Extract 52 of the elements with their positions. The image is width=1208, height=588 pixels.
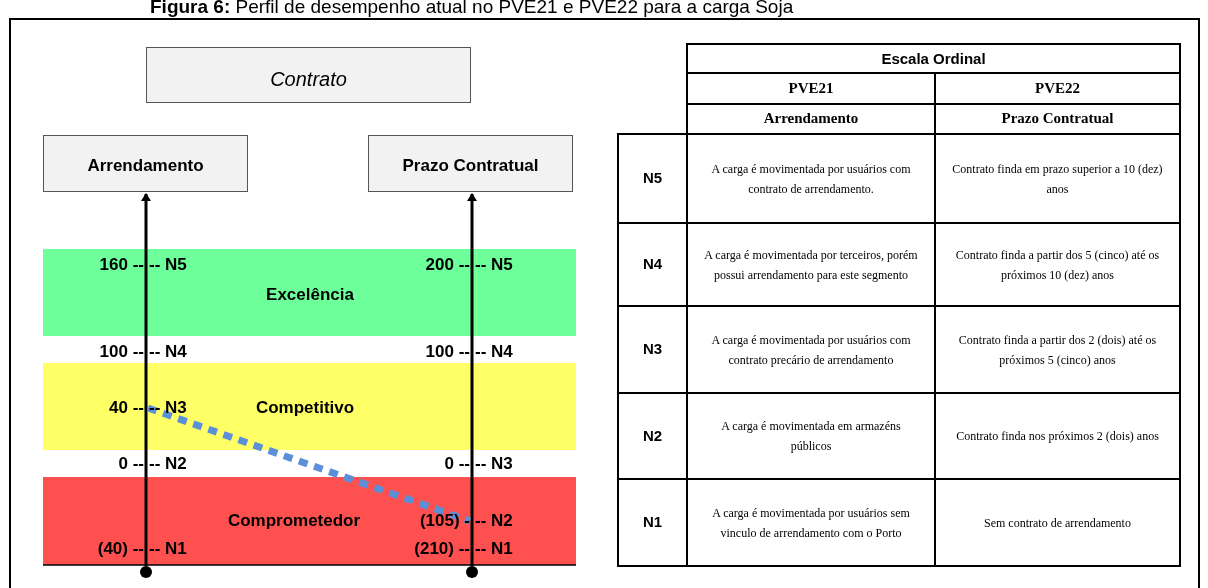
axis-arrow bbox=[467, 193, 477, 566]
scale-tick-label: -- N4 bbox=[475, 342, 513, 362]
scale-tick-label: -- N2 bbox=[475, 511, 513, 531]
criterion-box bbox=[368, 135, 573, 192]
table-cell: A carga é movimentada por usuários com contrato de arrendamento. bbox=[688, 135, 936, 222]
table-header: Escala Ordinal bbox=[688, 45, 1179, 74]
table-cell: A carga é movimentada em armazéns públicos bbox=[688, 394, 936, 478]
table-cell-text: Sem contrato de arrendamento bbox=[983, 514, 1132, 532]
scale-tick-label: 0 -- bbox=[118, 454, 144, 474]
box-label: Arrendamento bbox=[86, 154, 205, 177]
scale-tick-label: 200 -- bbox=[425, 255, 470, 275]
scale-tick-label: (210) -- bbox=[414, 539, 470, 559]
scale-tick-label: -- N1 bbox=[475, 539, 513, 559]
level-cell: N3 bbox=[619, 307, 688, 392]
table-header: Arrendamento bbox=[688, 105, 936, 133]
table-cell-text: Contrato finda a partir dos 2 (dois) até os próximos 5 (cinco) anos bbox=[957, 331, 1158, 369]
scale-tick-label: -- N1 bbox=[149, 539, 187, 559]
level-cell: N4 bbox=[619, 224, 688, 305]
scale-tick-label: -- N4 bbox=[149, 342, 187, 362]
level-cell: N2 bbox=[619, 394, 688, 478]
figure-title: Figura 6: Perfil de desempenho atual no PVE21 e PVE22 para a carga Soja bbox=[150, 0, 794, 18]
table-cell: A carga é movimentada por terceiros, porém possui arrendamento para este segmento bbox=[688, 224, 936, 305]
box-label: Contrato bbox=[269, 67, 348, 92]
table-cell: A carga é movimentada por usuários sem vinculo de arrendamento com o Porto bbox=[688, 480, 936, 565]
scale-tick-label: -- N2 bbox=[149, 454, 187, 474]
table-cell-text: Contrato finda em prazo superior a 10 (dez) anos bbox=[951, 160, 1164, 198]
band-label: Comprometedor bbox=[227, 511, 361, 531]
criterion-box bbox=[43, 135, 248, 192]
scale-tick-label: 100 -- bbox=[425, 342, 470, 362]
band-label: Competitivo bbox=[255, 398, 355, 418]
table-header: Prazo Contratual bbox=[1000, 109, 1115, 128]
level-cell: N5 bbox=[619, 135, 688, 222]
scale-tick-label: 100 -- bbox=[99, 342, 144, 362]
criterion-box bbox=[146, 47, 471, 103]
table-cell-text: Contrato finda nos próximos 2 (dois) anos bbox=[955, 428, 1160, 445]
axis-arrow bbox=[141, 193, 151, 566]
scale-tick-label: 40 -- bbox=[109, 398, 144, 418]
box-label: Prazo Contratual bbox=[401, 154, 540, 177]
scale-tick-label: -- N3 bbox=[475, 454, 513, 474]
table-header: PVE22 bbox=[1034, 79, 1081, 98]
level-cell: N1 bbox=[619, 480, 688, 565]
scale-tick-label: (40) -- bbox=[97, 539, 144, 559]
scale-tick-label: (105) - bbox=[419, 511, 470, 531]
scale-tick-label: 0 -- bbox=[444, 454, 470, 474]
scale-tick-label: -- N5 bbox=[475, 255, 513, 275]
table-cell-text: Contrato finda a partir dos 5 (cinco) até os próximos 10 (dez) anos bbox=[954, 246, 1161, 284]
table-cell: A carga é movimentada por usuários com contrato precário de arrendamento bbox=[688, 307, 936, 392]
band-label: Excelência bbox=[266, 285, 354, 305]
table-header: PVE21 bbox=[688, 74, 936, 103]
scale-tick-label: -- N5 bbox=[149, 255, 187, 275]
scale-tick-label: -- N3 bbox=[149, 398, 187, 418]
scale-tick-label: 160 -- bbox=[99, 255, 144, 275]
